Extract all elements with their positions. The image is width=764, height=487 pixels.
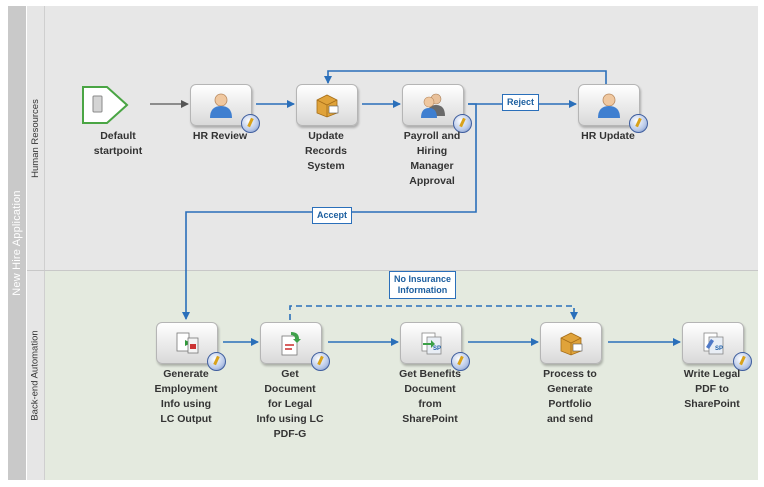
sharepoint-write-icon: SP bbox=[703, 332, 724, 355]
update-records-node[interactable] bbox=[296, 84, 358, 126]
payroll-approval-node[interactable] bbox=[402, 84, 472, 133]
sharepoint-icon: SP bbox=[421, 332, 442, 355]
update-records-label: Update Records System bbox=[304, 130, 347, 172]
connector-hr-update-loop-back bbox=[324, 70, 607, 84]
group-users-icon bbox=[421, 93, 445, 118]
automation-badge-icon bbox=[451, 352, 470, 371]
automation-badge-icon bbox=[453, 114, 472, 133]
automation-badge-icon bbox=[733, 352, 752, 371]
automation-badge-icon bbox=[241, 114, 260, 133]
get-benefits-node[interactable]: SP bbox=[400, 322, 470, 371]
reject-condition[interactable]: Reject bbox=[502, 94, 540, 111]
hr-update-label: HR Update bbox=[581, 130, 635, 142]
automation-badge-icon bbox=[311, 352, 330, 371]
hr-review-label: HR Review bbox=[192, 130, 248, 142]
connector-payroll-accept bbox=[182, 103, 477, 320]
hr-update-node[interactable] bbox=[578, 84, 648, 133]
lane-title-back-end-automation: Back-end Automation bbox=[27, 271, 45, 480]
process-portfolio-node[interactable] bbox=[540, 322, 602, 364]
generate-employment-node[interactable] bbox=[156, 322, 226, 371]
pool-band bbox=[8, 6, 26, 480]
automation-badge-icon bbox=[629, 114, 648, 133]
get-document-node[interactable] bbox=[260, 322, 330, 371]
hr-review-node[interactable] bbox=[190, 84, 260, 133]
connector-no-insurance-dashed bbox=[289, 305, 578, 320]
pdf-convert-icon bbox=[281, 332, 301, 356]
user-icon bbox=[210, 93, 232, 118]
accept-condition[interactable]: Accept bbox=[312, 207, 353, 224]
svg-text:SP: SP bbox=[433, 346, 441, 352]
write-legal-label: Write Legal PDF to SharePoint bbox=[683, 368, 741, 410]
lane-divider bbox=[27, 270, 758, 271]
no-insurance-condition[interactable]: No Insurance Information bbox=[389, 271, 457, 299]
svg-text:SP: SP bbox=[715, 346, 723, 352]
payroll-approval-label: Payroll and Hiring Manager Approval bbox=[403, 130, 461, 187]
lane-human-resources bbox=[45, 6, 758, 270]
package-icon bbox=[316, 94, 339, 118]
get-document-label: Get Document for Legal Info using LC PDF… bbox=[256, 368, 324, 440]
lane-title-human-resources: Human Resources bbox=[27, 6, 45, 270]
get-benefits-label: Get Benefits Document from SharePoint bbox=[399, 368, 461, 425]
process-portfolio-label: Process to Generate Portfolio and send bbox=[543, 368, 597, 425]
package-icon bbox=[560, 332, 583, 356]
automation-badge-icon bbox=[207, 352, 226, 371]
start-node-label: Default startpoint bbox=[93, 130, 143, 157]
start-node[interactable] bbox=[80, 84, 130, 126]
start-arrow-icon bbox=[82, 86, 129, 124]
user-icon bbox=[598, 93, 620, 118]
write-legal-node[interactable]: SP bbox=[682, 322, 752, 371]
generate-employment-label: Generate Employment Info using LC Output bbox=[154, 368, 218, 425]
document-output-icon bbox=[176, 332, 199, 354]
